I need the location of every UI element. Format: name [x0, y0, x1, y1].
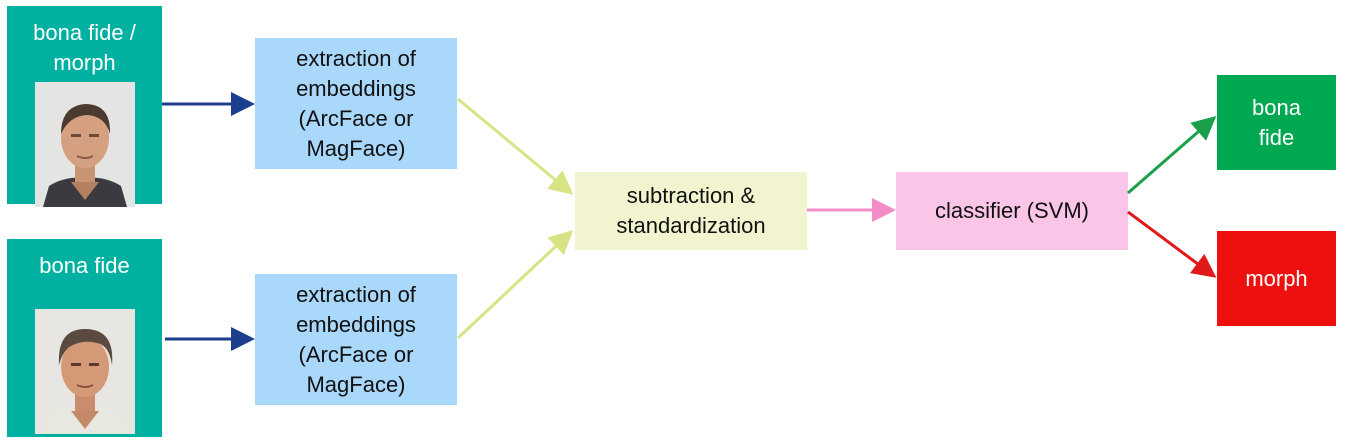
output-bona-fide-box: bona fide [1217, 75, 1336, 170]
arrow-extraction-bottom-to-subtraction [456, 229, 574, 340]
output-morph-label: morph [1245, 265, 1308, 291]
input-label: bona fide / morph [33, 20, 136, 75]
subtraction-box: subtraction & standardization [575, 172, 807, 250]
input-bona-fide-or-morph: bona fide / morph [7, 6, 162, 207]
face-photo-icon [35, 309, 135, 434]
output-bona-fide-label: bona fide [1252, 94, 1301, 150]
input-label: bona fide [39, 253, 130, 278]
arrow-classifier-to-bona-fide [1127, 116, 1217, 195]
extraction-label: extraction of embeddings (ArcFace or Mag… [296, 281, 416, 397]
face-photo-icon [35, 82, 135, 207]
arrow-extraction-top-to-subtraction [457, 97, 574, 195]
output-morph-box: morph [1217, 231, 1336, 326]
extraction-box: extraction of embeddings (ArcFace or Mag… [255, 274, 457, 405]
arrow-classifier-to-morph [1127, 210, 1217, 278]
classifier-label: classifier (SVM) [934, 198, 1089, 223]
input-bona-fide: bona fide [7, 239, 162, 437]
subtraction-label: subtraction & standardization [616, 183, 766, 238]
extraction-label: extraction of embeddings (ArcFace or Mag… [296, 45, 416, 161]
extraction-box: extraction of embeddings (ArcFace or Mag… [255, 38, 457, 169]
classifier-box: classifier (SVM) [896, 172, 1128, 250]
